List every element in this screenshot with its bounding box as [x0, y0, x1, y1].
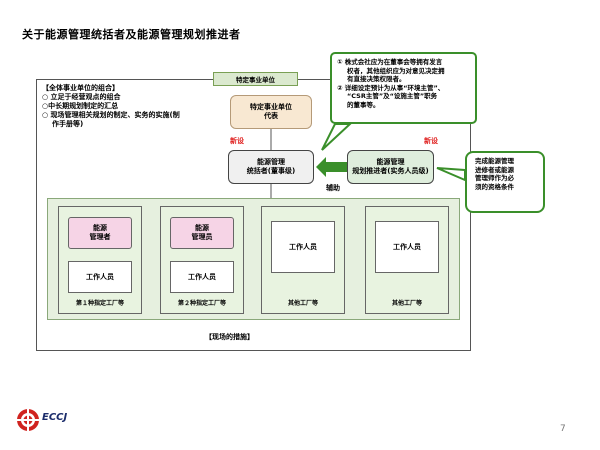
- factory-label: 第２种指定工厂等: [177, 300, 226, 307]
- callout-top-line-5: “CSR主管”及“设施主管”职务: [347, 92, 438, 100]
- eccj-logo-icon: [17, 409, 39, 431]
- enterprise-notes: 【全体事业单位的组合】 ○ 立足于经营观点的组合 ○中长期规划制定的汇总 ○ 现…: [42, 84, 217, 129]
- energy-management-supervisor-box: 能源管理 统括者(董事级): [228, 150, 314, 184]
- factory-label: 其他工厂等: [287, 300, 318, 307]
- worker-box: 工作人员: [170, 261, 234, 293]
- energy-officer-line-1: 能源: [195, 224, 209, 232]
- worker-box: 工作人员: [375, 221, 439, 273]
- promoter-line-2: 规划推进者(实务人员级): [352, 167, 429, 175]
- worker-box: 工作人员: [68, 261, 132, 293]
- business-unit-representative-box: 特定事业单位 代表: [230, 95, 312, 129]
- worker-box: 工作人员: [271, 221, 335, 273]
- factory-label: 其他工厂等: [391, 300, 422, 307]
- site-measures-label: 【现场的措施】: [205, 333, 254, 341]
- representative-line-2: 代表: [264, 112, 278, 120]
- energy-officer-line-2: 管理员: [191, 233, 213, 241]
- enterprise-note-2: ○中长期规划制定的汇总: [42, 102, 119, 110]
- enterprise-note-1: ○ 立足于经营观点的组合: [42, 93, 121, 101]
- specified-business-unit-header: 特定事业单位: [213, 72, 298, 86]
- callout-right-line-2: 进修者或能源: [475, 165, 514, 174]
- factory-type2: 能源 管理员 工作人员 第２种指定工厂等: [160, 206, 244, 314]
- callout-top-line-1: ① 株式会社应为在董事会等拥有发言: [337, 58, 443, 66]
- enterprise-notes-heading: 【全体事业单位的组合】: [42, 84, 119, 92]
- new-label-promoter: 新设: [424, 137, 438, 145]
- supervisor-line-1: 能源管理: [257, 158, 285, 166]
- energy-manager-box: 能源 管理者: [68, 217, 132, 249]
- representative-line-1: 特定事业单位: [250, 103, 292, 111]
- factory-label: 第１种指定工厂等: [75, 300, 124, 307]
- callout-top-line-3: 有直接决策权限者。: [347, 75, 406, 83]
- factory-other-2: 工作人员 其他工厂等: [365, 206, 449, 314]
- callout-right-line-4: 须的资格条件: [475, 182, 514, 191]
- page-title: 关于能源管理统括者及能源管理规划推进者: [22, 28, 241, 41]
- energy-officer-box: 能源 管理员: [170, 217, 234, 249]
- callout-top-line-2: 权者，其他组织应为对意见决定拥: [347, 66, 445, 75]
- assist-label: 辅助: [326, 184, 340, 192]
- factory-type1: 能源 管理者 工作人员 第１种指定工厂等: [58, 206, 142, 314]
- supervisor-line-2: 统括者(董事级): [246, 167, 296, 175]
- factory-other-1: 工作人员 其他工厂等: [261, 206, 345, 314]
- new-label-manager: 新设: [230, 137, 244, 145]
- callout-promoter-qualification: 完成能源管理 进修者或能源 管理师作为必 须的资格条件: [465, 151, 545, 213]
- energy-manager-line-2: 管理者: [89, 233, 111, 241]
- callout-top-line-4: ② 详细设定预计为从事“环境主管”、: [337, 83, 445, 92]
- callout-supervisor-requirements: ① 株式会社应为在董事会等拥有发言 权者，其他组织应为对意见决定拥 有直接决策权…: [330, 52, 477, 124]
- callout-top-line-6: 的董事等。: [347, 100, 380, 109]
- page-number: 7: [560, 424, 566, 434]
- enterprise-note-3: ○ 现场管理相关规划的制定、实务的实施(制: [42, 111, 180, 119]
- energy-manager-line-1: 能源: [93, 224, 107, 232]
- callout-right-line-3: 管理师作为必: [475, 174, 514, 182]
- enterprise-note-4: 作手册等): [52, 120, 84, 128]
- promoter-line-1: 能源管理: [376, 158, 405, 166]
- eccj-logo-text: ECCJ: [42, 412, 68, 423]
- energy-planning-promoter-box: 能源管理 规划推进者(实务人员级): [347, 150, 434, 184]
- site-measures-area: 能源 管理者 工作人员 第１种指定工厂等 能源 管理员 工作人员 第２种指定工厂…: [47, 198, 460, 320]
- callout-right-line-1: 完成能源管理: [475, 157, 514, 165]
